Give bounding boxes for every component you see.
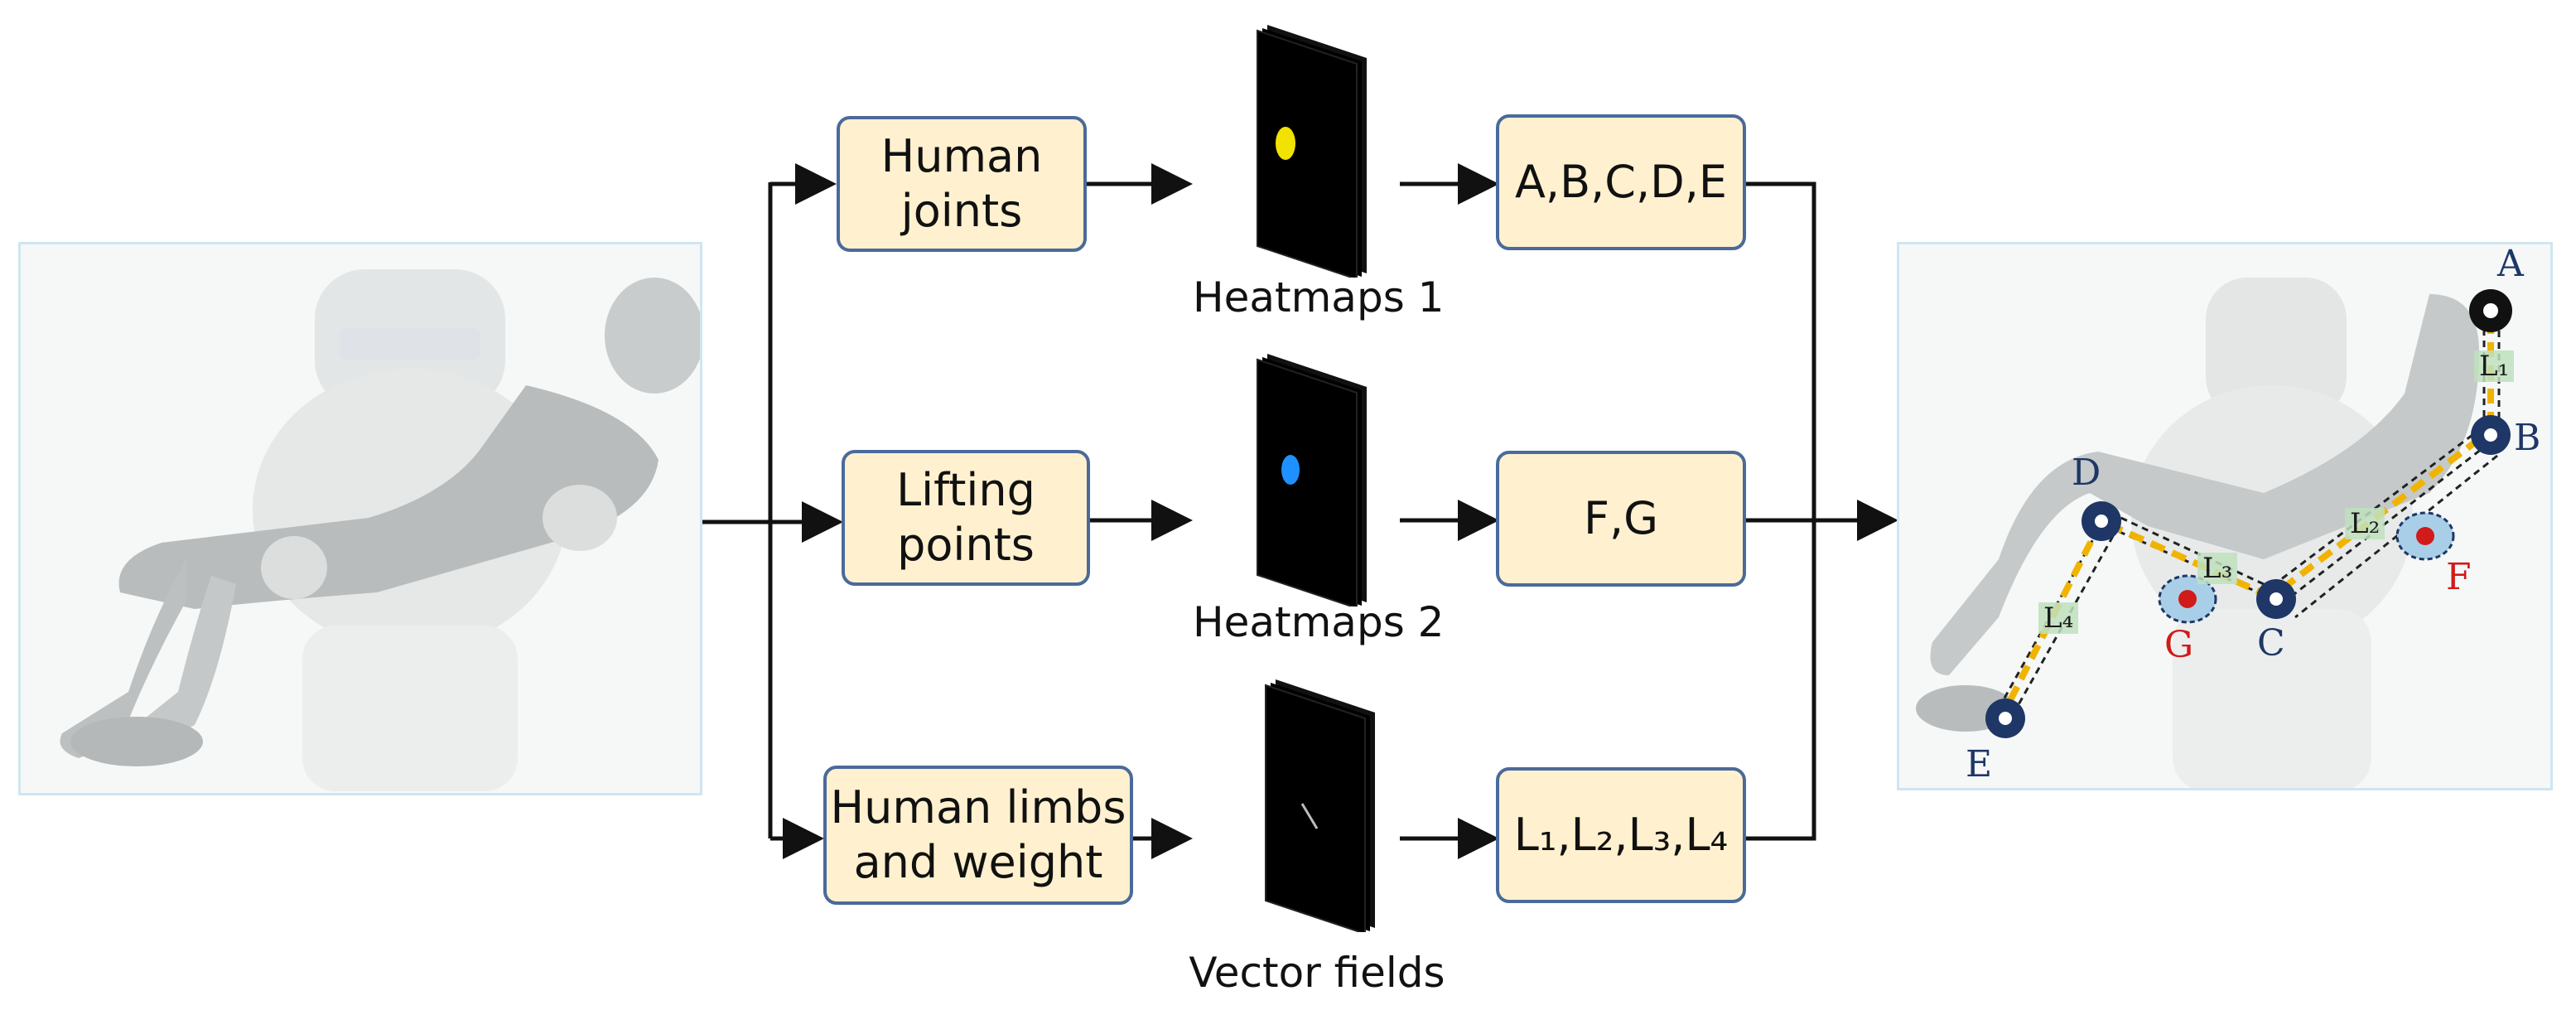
lifting-points-box: Lifting points	[842, 450, 1090, 586]
input-photo-illustration	[60, 269, 700, 791]
limb-label-l2: L₂	[2345, 508, 2385, 539]
heatmap-2-stack	[1257, 354, 1367, 606]
input-photo	[18, 242, 702, 795]
vector-field-stack	[1265, 679, 1375, 932]
joint-a	[2469, 289, 2512, 332]
lifting-labels-box: F,G	[1496, 451, 1746, 587]
label-g: G	[2164, 624, 2194, 666]
joint-heat-spot	[1276, 127, 1295, 160]
vector-fields-caption: Vector fields	[1189, 949, 1445, 997]
joint-d	[2082, 501, 2121, 541]
label-c: C	[2257, 622, 2285, 664]
limb-labels-box: L₁,L₂,L₃,L₄	[1496, 767, 1746, 903]
label-b: B	[2514, 417, 2541, 459]
joint-labels-box: A,B,C,D,E	[1496, 114, 1746, 250]
limb-label-l3: L₃	[2197, 553, 2238, 584]
label-d: D	[2072, 452, 2101, 494]
lifting-heat-spot	[1281, 455, 1300, 485]
human-limbs-box: Human limbs and weight	[823, 766, 1133, 905]
limb-label-l4: L₄	[2038, 602, 2079, 634]
result-photo: A B C D E F G L₁ L₂ L₃ L₄	[1897, 242, 2553, 790]
label-f: F	[2446, 556, 2472, 598]
human-joints-box: Human joints	[837, 116, 1087, 252]
heatmaps-1-caption: Heatmaps 1	[1193, 273, 1445, 321]
label-e: E	[1966, 743, 1993, 785]
skeleton-overlay	[1916, 278, 2512, 788]
limb-label-l1: L₁	[2474, 350, 2515, 382]
heatmaps-2-caption: Heatmaps 2	[1193, 598, 1445, 646]
joint-c	[2256, 579, 2296, 619]
joint-e	[1985, 698, 2025, 738]
heatmap-1-stack	[1257, 25, 1367, 278]
label-a: A	[2497, 243, 2524, 285]
joint-b	[2471, 415, 2511, 455]
